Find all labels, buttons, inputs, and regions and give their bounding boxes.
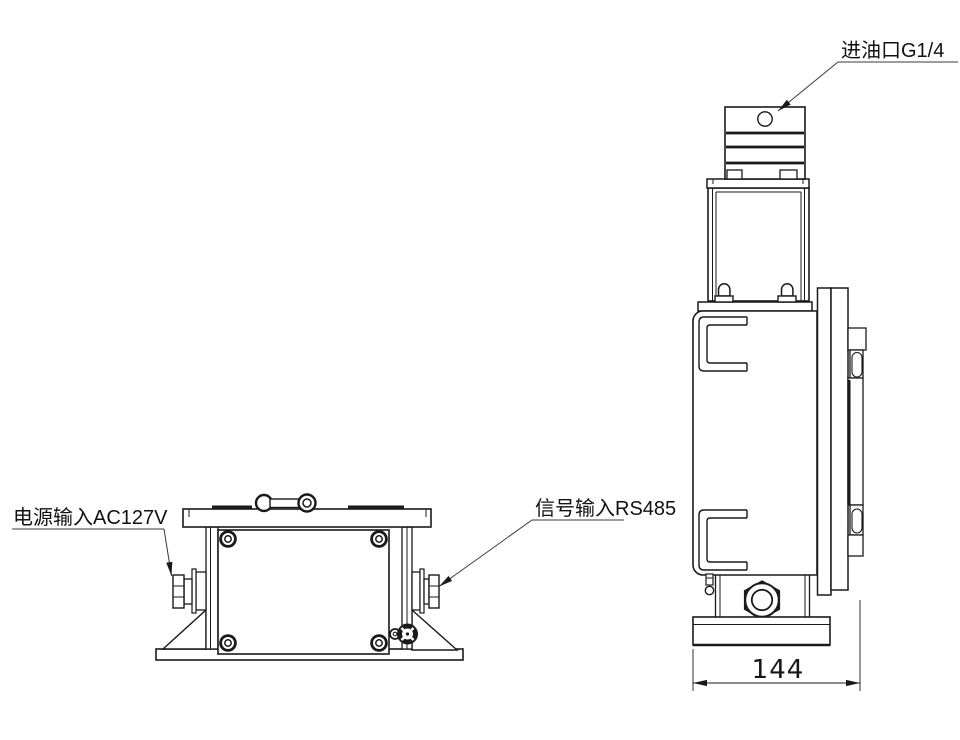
hex-nut <box>743 580 781 620</box>
oil-inlet-label: 进油口G1/4 <box>841 39 944 62</box>
slotted-bracket <box>847 327 867 557</box>
tank-bolt <box>714 283 734 303</box>
front-view <box>155 493 464 661</box>
leader-line <box>777 61 839 112</box>
leader-line <box>163 528 173 577</box>
tank-top-plate <box>706 178 810 189</box>
power-connector <box>172 568 207 614</box>
top-slot-right <box>348 505 404 510</box>
tank-bolt <box>777 283 797 303</box>
oil-inlet-callout: 进油口G1/4 <box>777 39 958 112</box>
handle-bar <box>269 498 300 509</box>
clamp-bracket-lower <box>698 509 748 571</box>
panel-screws <box>219 530 388 652</box>
housing-body <box>692 310 818 576</box>
side-view: 144 <box>692 106 867 691</box>
front-panel <box>217 529 390 655</box>
dimension-144: 144 <box>692 600 861 691</box>
power-input-label: 电源输入AC127V <box>13 506 168 529</box>
top-slot-left <box>212 505 252 510</box>
oil-inlet-port-block <box>724 106 806 180</box>
left-gusset <box>161 608 207 650</box>
power-input-callout: 电源输入AC127V <box>12 506 173 577</box>
panel-screw <box>219 530 237 548</box>
clamp-bracket-upper <box>698 316 748 372</box>
handle <box>254 493 317 513</box>
mounting-plate <box>816 287 849 596</box>
ground-screw <box>389 623 418 645</box>
mounting-flange <box>697 301 813 312</box>
leader-line <box>438 519 533 587</box>
panel-screw <box>370 530 388 548</box>
oil-inlet-hole <box>757 111 773 127</box>
neck-section <box>714 575 811 617</box>
signal-input-label: 信号输入RS485 <box>535 497 676 520</box>
side-ground-screw <box>704 573 715 596</box>
signal-connector <box>411 568 440 614</box>
panel-screw <box>370 634 388 652</box>
base-plate-side <box>692 616 831 647</box>
signal-input-callout: 信号输入RS485 <box>438 497 676 587</box>
tank-body <box>707 187 810 302</box>
right-gusset <box>411 608 459 651</box>
slot-hole <box>851 351 863 378</box>
slot-hole <box>851 508 863 534</box>
panel-screw <box>219 634 237 652</box>
left-side-panel <box>205 526 219 650</box>
dimension-value: 144 <box>752 655 805 685</box>
callouts: 进油口G1/4 电源输入AC127V 信号输入RS485 <box>12 39 958 587</box>
